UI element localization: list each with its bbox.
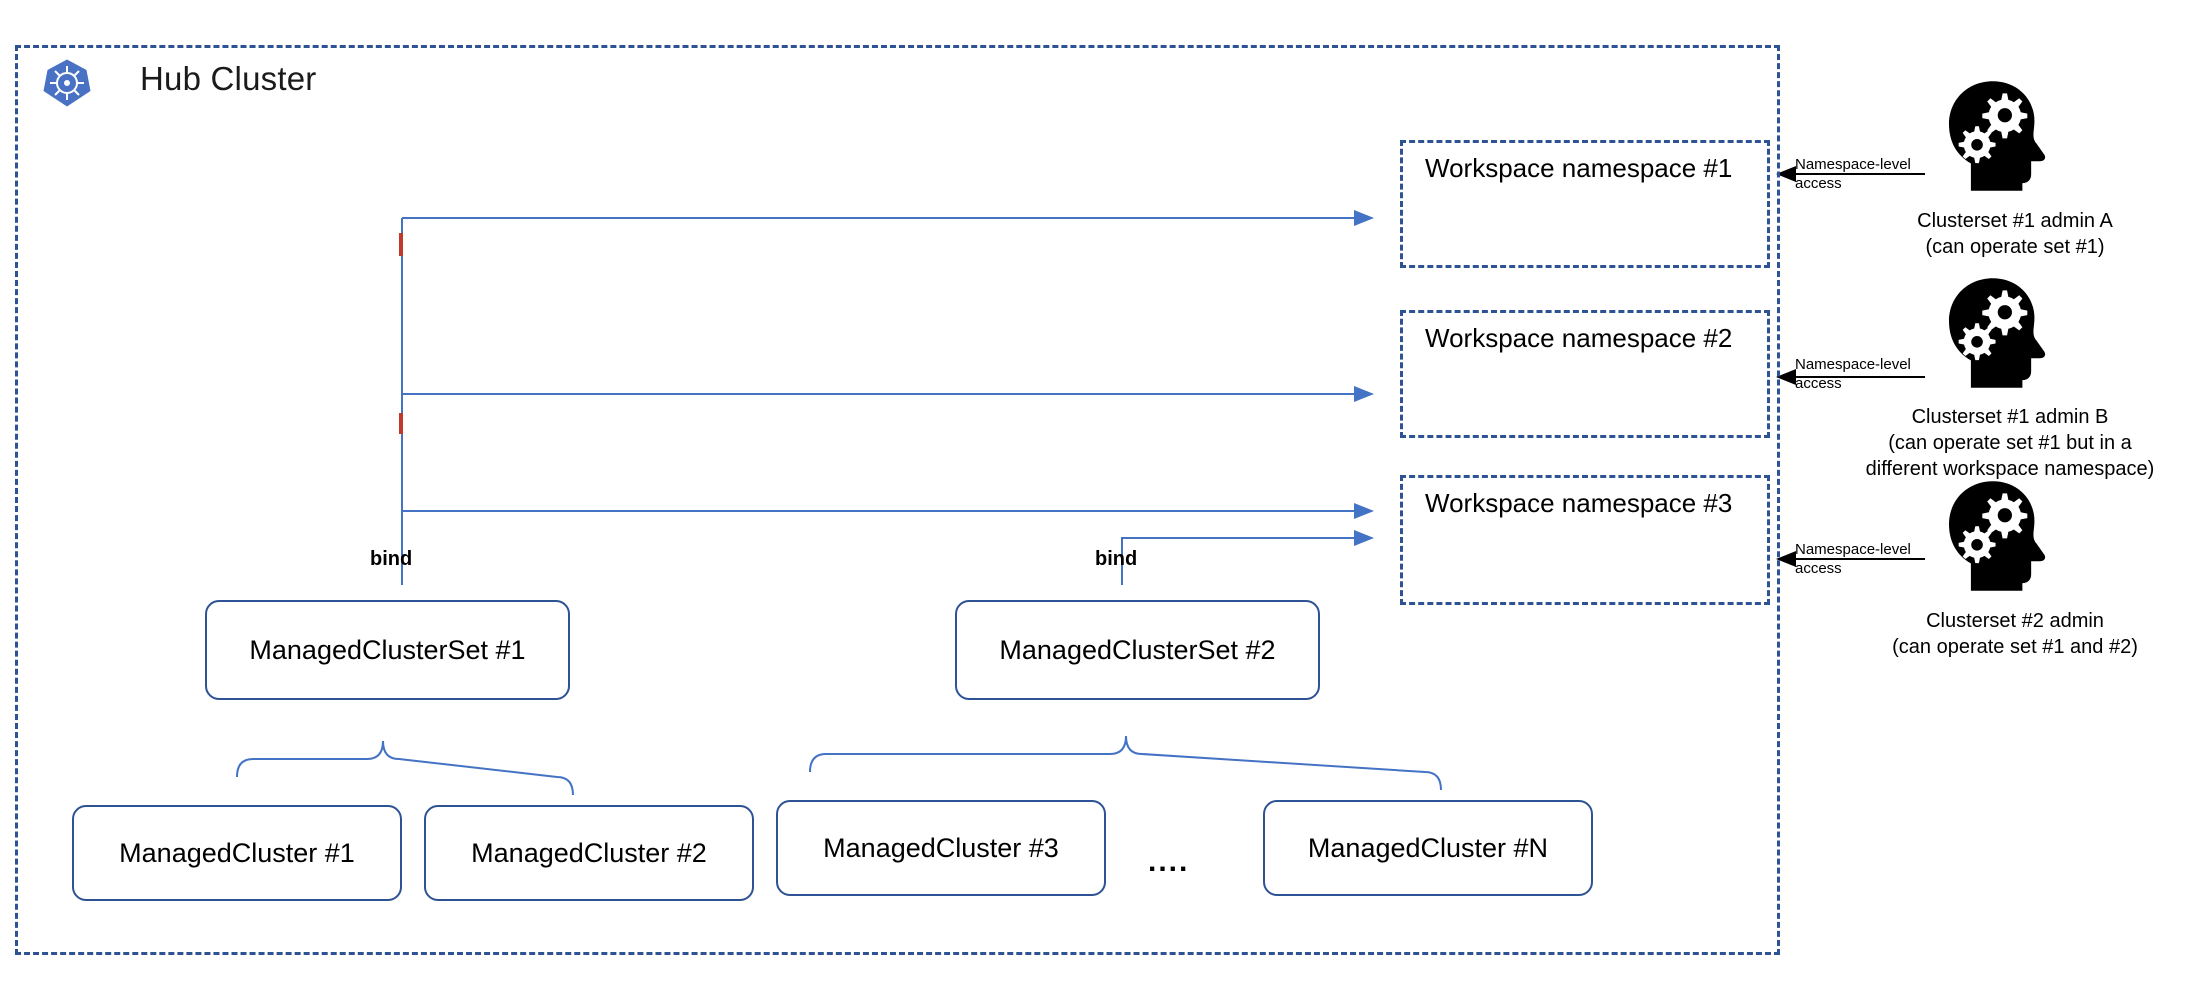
managed-cluster-set-2[interactable]: ManagedClusterSet #2 [955,600,1320,700]
persona-2-line2: (can operate set #1 but in a [1888,432,2132,454]
persona-3-caption: Clusterset #2 admin (can operate set #1 … [1835,608,2192,660]
namespace-access-label-1: Namespace-level access [1795,156,1911,192]
workspace-namespace-1-label: Workspace namespace #1 [1425,153,1733,183]
bind-label-set1: bind [370,548,413,570]
managed-cluster-set-1[interactable]: ManagedClusterSet #1 [205,600,570,700]
persona-3-line2: (can operate set #1 and #2) [1892,636,2138,658]
managed-cluster-set-2-label: ManagedClusterSet #2 [999,634,1276,665]
persona-3-line1: Clusterset #2 admin [1926,610,2104,632]
head-with-gears-icon [1949,81,2046,191]
persona-2-caption: Clusterset #1 admin B (can operate set #… [1825,404,2192,482]
bind-label-set2: bind [1095,548,1138,570]
hub-cluster-boundary [15,45,1780,955]
hub-cluster-title: Hub Cluster [140,60,317,97]
managed-cluster-2[interactable]: ManagedCluster #2 [424,805,754,901]
managed-cluster-set-1-label: ManagedClusterSet #1 [249,634,526,665]
persona-1-caption: Clusterset #1 admin A (can operate set #… [1835,208,2192,260]
managed-cluster-2-label: ManagedCluster #2 [471,837,707,868]
persona-1-line1: Clusterset #1 admin A [1917,210,2113,232]
managed-cluster-n[interactable]: ManagedCluster #N [1263,800,1593,896]
kubernetes-logo-icon [43,59,91,107]
workspace-namespace-1[interactable]: Workspace namespace #1 [1400,140,1770,268]
managed-cluster-3[interactable]: ManagedCluster #3 [776,800,1106,896]
head-with-gears-icon [1949,278,2046,388]
managed-cluster-n-label: ManagedCluster #N [1307,832,1549,863]
persona-1-line2: (can operate set #1) [1925,236,2105,258]
workspace-namespace-2-label: Workspace namespace #2 [1425,323,1733,353]
managed-cluster-1-label: ManagedCluster #1 [119,837,355,868]
namespace-access-label-2: Namespace-level access [1795,356,1911,392]
head-with-gears-icon [1949,481,2046,591]
managed-cluster-1[interactable]: ManagedCluster #1 [72,805,402,901]
cluster-ellipsis: .... [1148,845,1190,878]
workspace-namespace-2[interactable]: Workspace namespace #2 [1400,310,1770,438]
workspace-namespace-3-label: Workspace namespace #3 [1425,488,1733,518]
persona-2-line3: different workspace namespace) [1865,458,2155,480]
namespace-access-label-3: Namespace-level access [1795,541,1911,577]
persona-2-line1: Clusterset #1 admin B [1911,406,2109,428]
workspace-namespace-3[interactable]: Workspace namespace #3 [1400,475,1770,605]
managed-cluster-3-label: ManagedCluster #3 [823,832,1059,863]
